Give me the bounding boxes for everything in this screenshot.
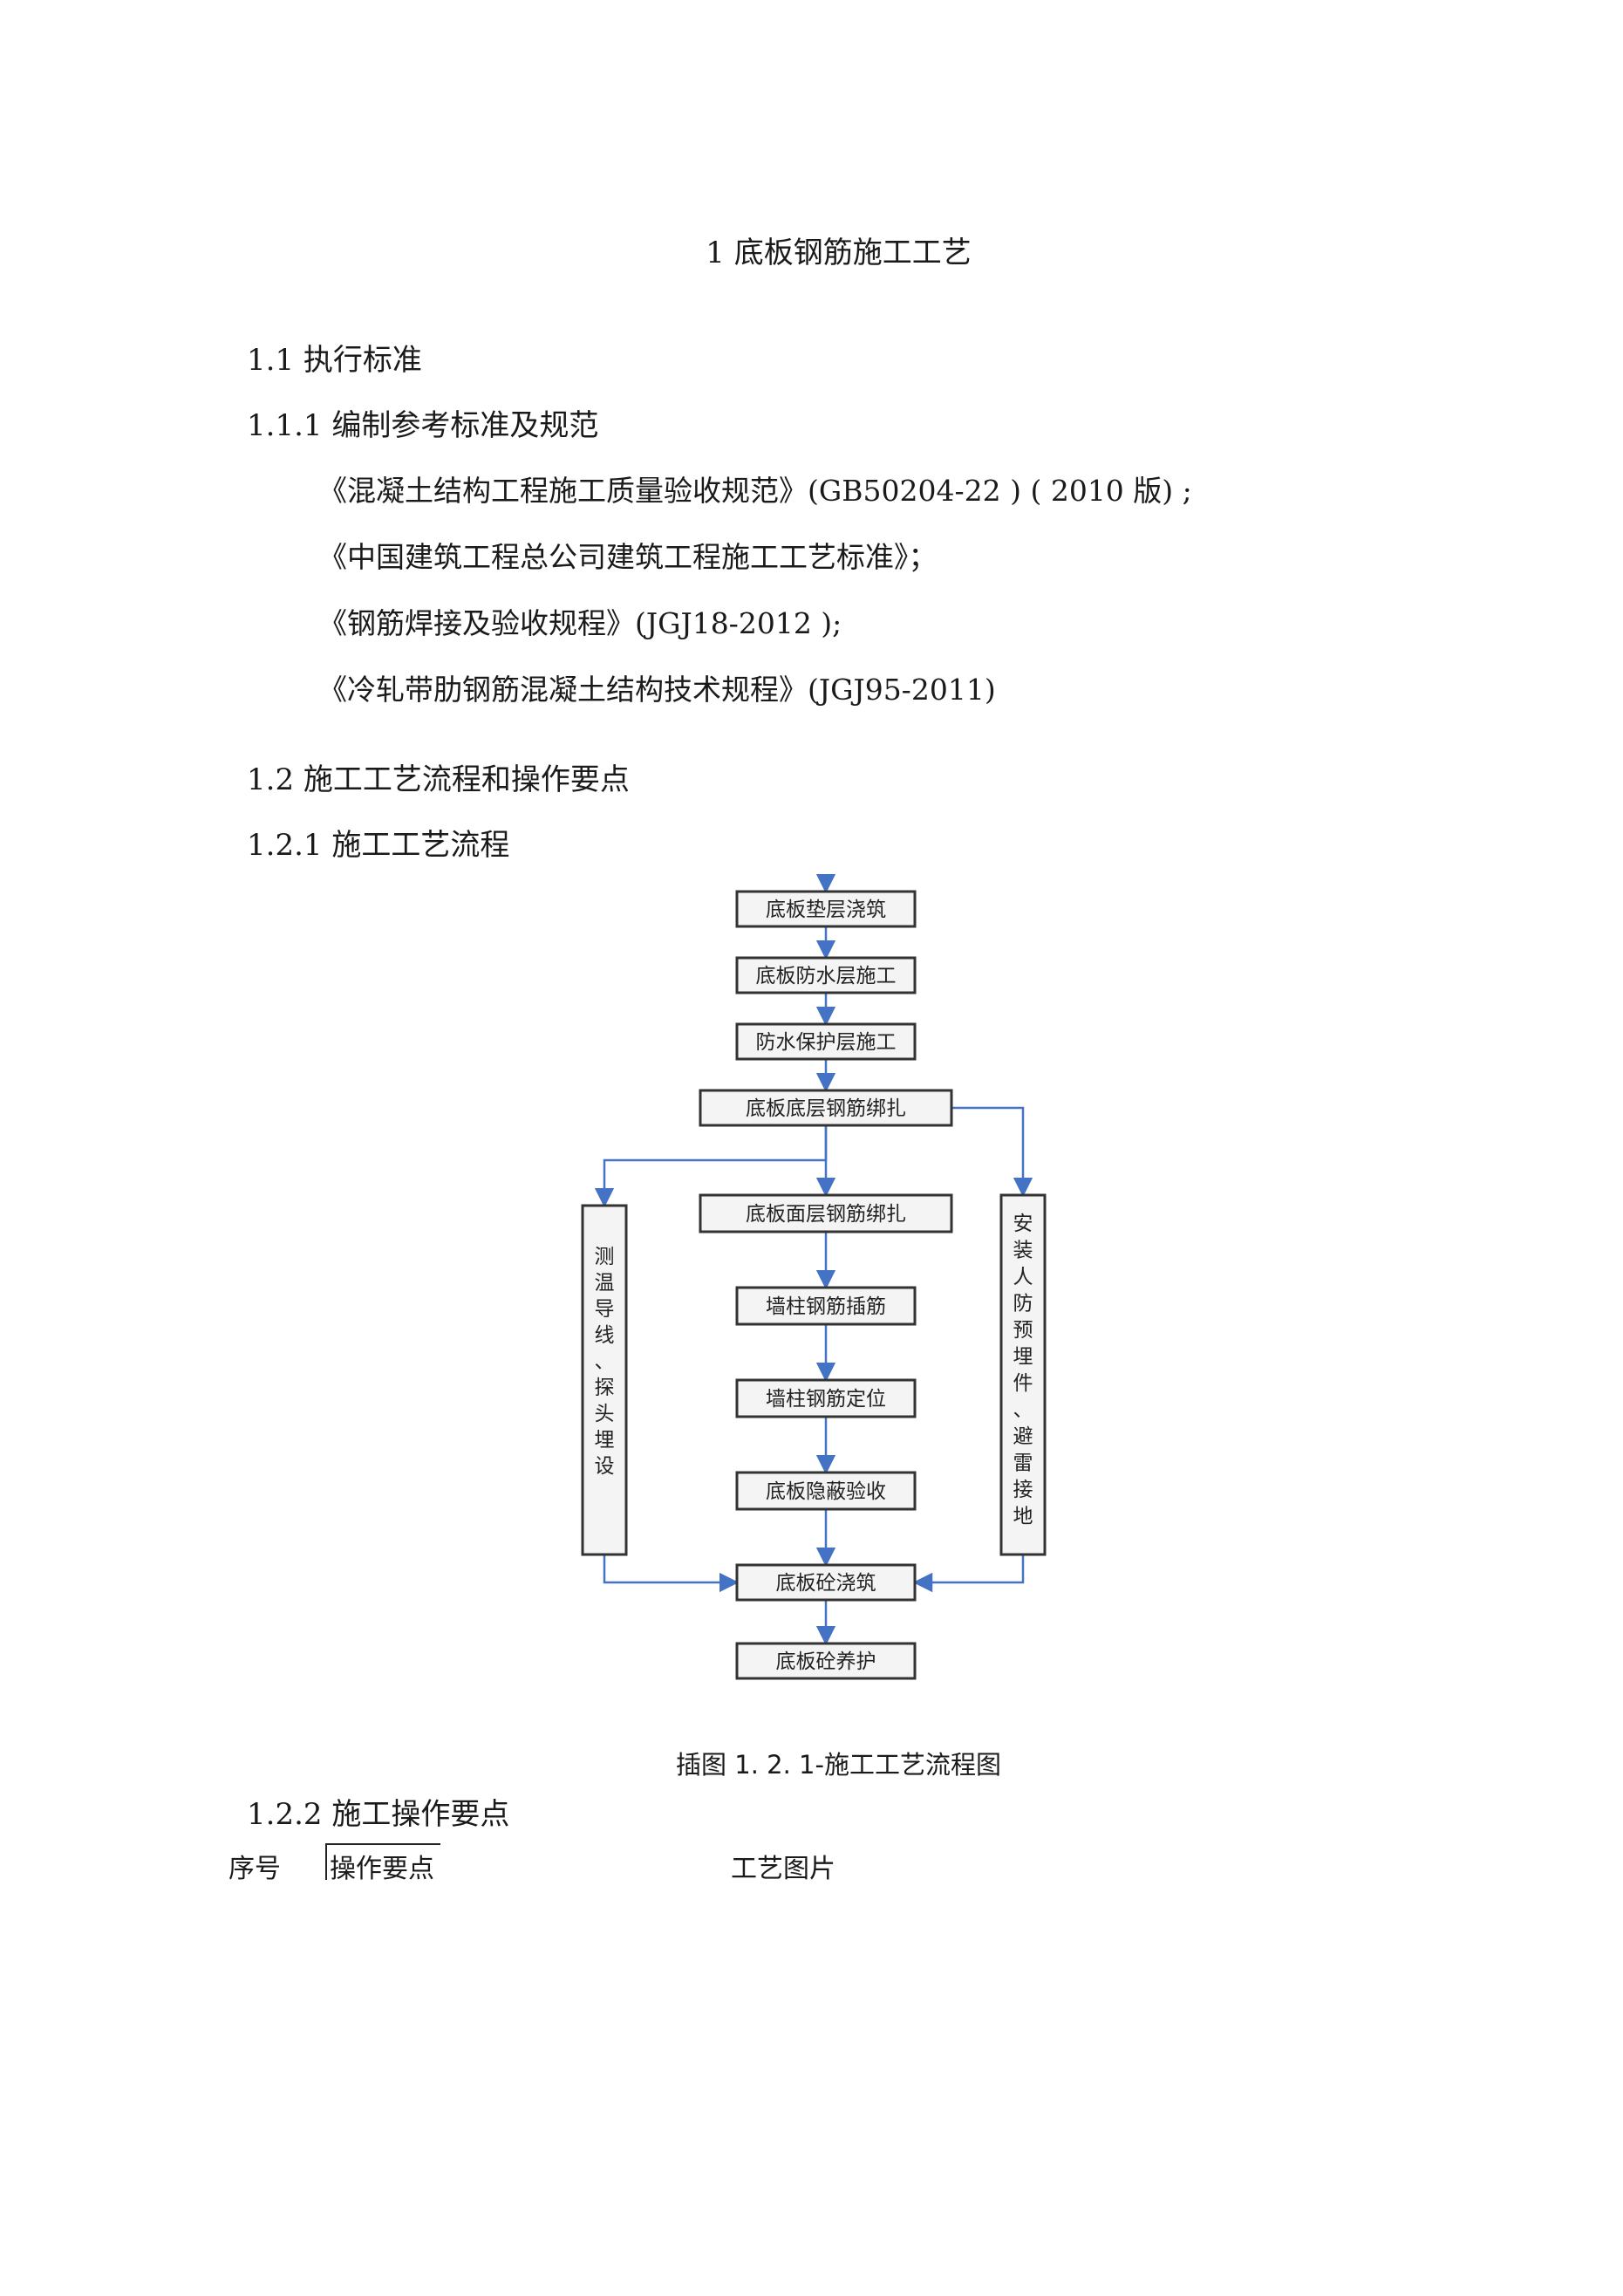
- branch-label-right-char: 人: [1013, 1266, 1033, 1288]
- flow-merge-arrow-left: [603, 1555, 740, 1593]
- section-heading-1-1: 1.1 执行标准: [247, 343, 422, 378]
- reference-item: 《中国建筑工程总公司建筑工程施工工艺标准》；: [318, 540, 938, 574]
- reference-item: 《冷轧带肋钢筋混凝土结构技术规程》(JGJ95-2011): [318, 673, 996, 707]
- branch-label-left-char: 设: [595, 1455, 615, 1478]
- section-heading-1-2-1: 1.2.1 施工工艺流程: [247, 828, 510, 863]
- branch-label-left-char: 埋: [595, 1429, 615, 1452]
- flow-step-box: [735, 1471, 917, 1511]
- branch-label-right-char: 埋: [1013, 1346, 1033, 1369]
- flow-step-box: [735, 1642, 917, 1680]
- branch-label-right-char: 件: [1013, 1372, 1033, 1395]
- section-heading-1-2: 1.2 施工工艺流程和操作要点: [247, 762, 630, 797]
- flow-step-label: 底板垫层浇筑: [766, 899, 886, 921]
- branch-label-left-char: 导: [595, 1298, 615, 1321]
- flow-step-label: 底板面层钢筋绑扎: [746, 1203, 906, 1226]
- table-top-rule: [327, 1843, 440, 1845]
- branch-label-right-char: 安: [1013, 1213, 1033, 1235]
- flow-step-box: [735, 890, 917, 928]
- flow-step-label: 底板砼养护: [776, 1650, 876, 1673]
- table-header-seq: 序号: [228, 1854, 281, 1884]
- branch-label-left-char: 测: [595, 1246, 615, 1268]
- flow-step-label: 底板隐蔽验收: [766, 1480, 886, 1503]
- flow-step-label: 墙柱钢筋定位: [766, 1388, 886, 1411]
- branch-box-right: [999, 1193, 1047, 1556]
- flow-step-label: 底板防水层施工: [756, 965, 897, 987]
- flow-step-label: 底板底层钢筋绑扎: [746, 1097, 906, 1120]
- section-heading-1-1-1: 1.1.1 编制参考标准及规范: [247, 408, 599, 443]
- branch-label-right-char: 地: [1013, 1506, 1033, 1528]
- table-header-points: 操作要点: [330, 1854, 434, 1884]
- flow-step-box: [735, 956, 917, 994]
- branch-label-left-char: 温: [595, 1272, 615, 1295]
- flow-step-box: [735, 1022, 917, 1061]
- table-divider: [325, 1843, 327, 1880]
- flow-step-box: [735, 1286, 917, 1326]
- flow-merge-arrow-right: [912, 1555, 1025, 1593]
- branch-label-right-char: 雷: [1013, 1452, 1033, 1475]
- branch-box-left: [581, 1204, 628, 1556]
- reference-item: 《钢筋焊接及验收规程》(JGJ18-2012 );: [318, 606, 842, 640]
- flow-step-label: 底板砼浇筑: [776, 1572, 876, 1595]
- page-title: 1 底板钢筋施工工艺: [706, 236, 972, 270]
- branch-label-right-char: 、: [1013, 1399, 1033, 1422]
- flow-step-box: [735, 1378, 917, 1418]
- branch-label-right-char: 接: [1013, 1479, 1033, 1501]
- figure-caption: 插图 1. 2. 1-施工工艺流程图: [676, 1750, 1001, 1780]
- section-heading-1-2-2: 1.2.2 施工操作要点: [247, 1797, 510, 1832]
- flow-step-box: [735, 1563, 917, 1602]
- branch-label-left-char: 头: [595, 1403, 615, 1425]
- branch-label-right-char: 避: [1013, 1425, 1033, 1448]
- flow-step-box: [699, 1089, 953, 1127]
- flow-branch-arrow-left: [594, 1125, 828, 1208]
- branch-label-right-char: 防: [1013, 1293, 1033, 1315]
- branch-label-left-char: 、: [595, 1350, 615, 1373]
- flow-step-box: [699, 1193, 953, 1233]
- flow-step-label: 防水保护层施工: [756, 1031, 897, 1054]
- branch-label-left-char: 线: [595, 1324, 615, 1347]
- branch-label-right-char: 装: [1013, 1240, 1033, 1262]
- branch-label-left-char: 探: [595, 1377, 615, 1399]
- reference-item: 《混凝土结构工程施工质量验收规范》(GB50204-22 ) ( 2010 版)…: [318, 474, 1192, 508]
- flow-branch-arrow-right: [951, 1106, 1033, 1198]
- branch-label-right-char: 预: [1013, 1319, 1033, 1342]
- table-header-photo: 工艺图片: [731, 1854, 835, 1884]
- flow-step-label: 墙柱钢筋插筋: [766, 1295, 886, 1318]
